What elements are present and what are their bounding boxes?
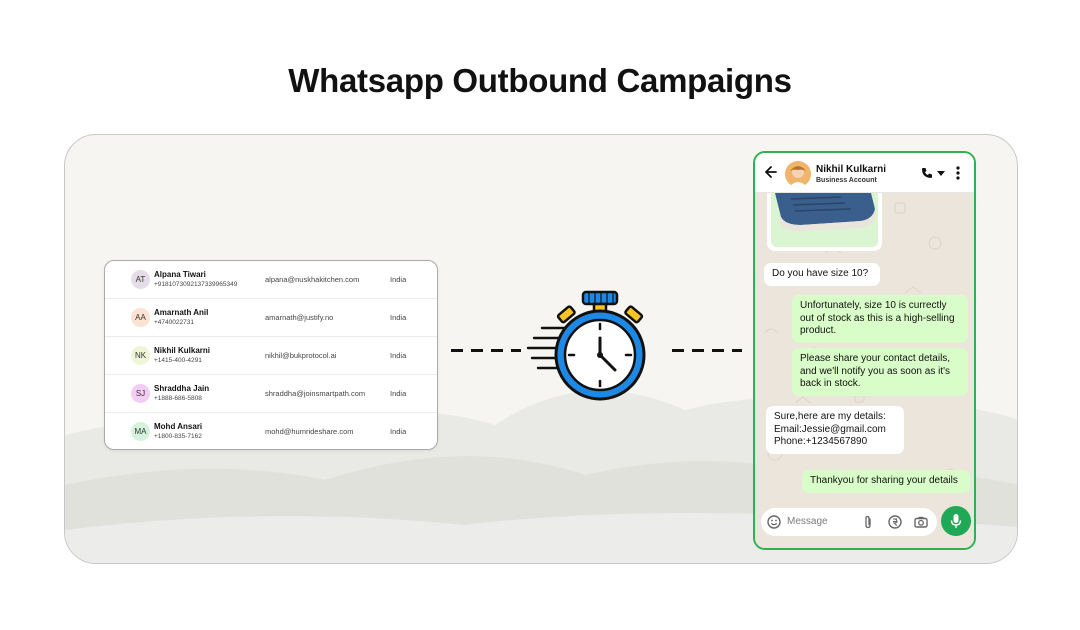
shoe-image bbox=[771, 193, 878, 247]
outgoing-message: Thankyou for sharing your details bbox=[802, 470, 970, 493]
avatar: AA bbox=[131, 308, 150, 327]
contact-name: Alpana Tiwari bbox=[154, 270, 206, 279]
table-row[interactable]: AA Amarnath Anil +4740022731 amarnath@ju… bbox=[105, 299, 437, 337]
connector-left bbox=[451, 349, 521, 352]
shoe-image-message[interactable] bbox=[767, 193, 882, 251]
contact-country: India bbox=[390, 313, 407, 322]
attachment-icon[interactable] bbox=[863, 515, 873, 529]
message-composer[interactable]: Message bbox=[761, 508, 937, 536]
contact-name: Mohd Ansari bbox=[154, 422, 203, 431]
phone-call-icon[interactable] bbox=[921, 167, 933, 179]
page-title: Whatsapp Outbound Campaigns bbox=[288, 62, 792, 99]
chevron-down-icon[interactable] bbox=[937, 171, 945, 177]
avatar: SJ bbox=[131, 384, 150, 403]
incoming-message: Do you have size 10? bbox=[764, 263, 880, 286]
stopwatch-icon bbox=[526, 290, 646, 401]
contact-email: alpana@nuskhakitchen.com bbox=[265, 275, 360, 284]
contact-country: India bbox=[390, 351, 407, 360]
contact-list: AT Alpana Tiwari +918107309213733996534​… bbox=[104, 260, 438, 450]
table-row[interactable]: NK Nikhil Kulkarni +1415-400-4291 nikhil… bbox=[105, 337, 437, 375]
message-input[interactable]: Message bbox=[787, 516, 828, 527]
table-row[interactable]: SJ Shraddha Jain +1888-686-5808 shraddha… bbox=[105, 375, 437, 413]
contact-name: Nikhil Kulkarni bbox=[154, 346, 211, 355]
chat-contact-name: Nikhil Kulkarni bbox=[816, 164, 887, 175]
connector-right bbox=[672, 349, 742, 352]
outgoing-message: Please share your contact details, and w… bbox=[792, 348, 968, 396]
avatar: NK bbox=[131, 346, 150, 365]
contact-name: Amarnath Anil bbox=[154, 308, 209, 317]
back-arrow-icon[interactable] bbox=[765, 165, 777, 179]
emoji-icon[interactable] bbox=[767, 515, 781, 529]
camera-icon[interactable] bbox=[914, 516, 928, 528]
contact-avatar[interactable] bbox=[785, 161, 811, 187]
table-row[interactable]: MA Mohd Ansari +1800-835-7162 mohd@humri… bbox=[105, 413, 437, 449]
outgoing-message: Unfortunately, size 10 is currectly out … bbox=[792, 295, 968, 343]
contact-email: amarnath@justify.no bbox=[265, 313, 334, 322]
contact-country: India bbox=[390, 389, 407, 398]
contact-email: nikhil@bukprotocol.ai bbox=[265, 351, 337, 360]
voice-message-button[interactable] bbox=[941, 506, 971, 536]
table-row[interactable]: AT Alpana Tiwari +918107309213733996534​… bbox=[105, 261, 437, 299]
contact-name: Shraddha Jain bbox=[154, 384, 210, 393]
avatar: AT bbox=[131, 270, 150, 289]
contact-country: India bbox=[390, 427, 407, 436]
payment-icon[interactable] bbox=[888, 515, 902, 529]
contact-phone: +4740022731 bbox=[154, 319, 194, 326]
contact-country: India bbox=[390, 275, 407, 284]
contact-phone: +918107309213733996534​9 bbox=[154, 281, 238, 288]
avatar: MA bbox=[131, 422, 150, 441]
chat-contact-subtitle: Business Account bbox=[816, 177, 877, 184]
contact-phone: +1800-835-7162 bbox=[154, 433, 202, 440]
microphone-icon bbox=[950, 514, 962, 528]
chat-header: Nikhil Kulkarni Business Account bbox=[755, 153, 974, 193]
whatsapp-chat-window: Nikhil Kulkarni Business Account Do you … bbox=[753, 151, 976, 550]
more-options-icon[interactable] bbox=[956, 166, 960, 180]
contact-phone: +1415-400-4291 bbox=[154, 357, 202, 364]
incoming-message: Sure,here are my details: Email:Jessie@g… bbox=[766, 406, 904, 454]
contact-email: shraddha@joinsmartpath.com bbox=[265, 389, 366, 398]
contact-email: mohd@humrideshare.com bbox=[265, 427, 354, 436]
contact-phone: +1888-686-5808 bbox=[154, 395, 202, 402]
